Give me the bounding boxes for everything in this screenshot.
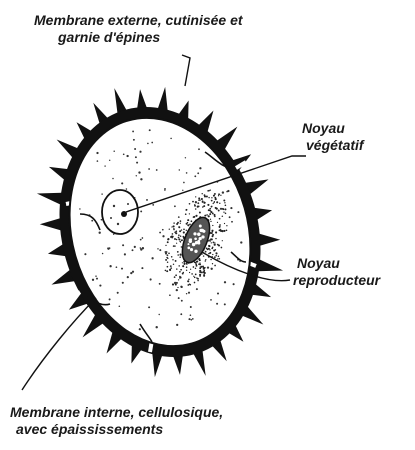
label-outer-membrane-line2: garnie d'épines (34, 29, 243, 46)
exine-spine (137, 89, 147, 108)
label-inner-membrane-line1: Membrane interne, cellulosique, (10, 404, 223, 421)
label-outer-membrane: Membrane externe, cutinisée et garnie d'… (34, 12, 243, 46)
exine-spine (40, 218, 62, 230)
exine-spine (259, 234, 281, 246)
label-reproductive-nucleus: Noyau reproducteur (293, 255, 380, 289)
vegetative-nucleus (102, 190, 138, 234)
label-vegetative-nucleus: Noyau végétatif (300, 120, 364, 154)
exine-spine (37, 193, 62, 205)
exine-spine (193, 350, 205, 375)
label-reproductive-nucleus-line1: Noyau (293, 255, 380, 272)
label-outer-membrane-line1: Membrane externe, cutinisée et (34, 12, 243, 29)
label-reproductive-nucleus-line2: reproducteur (293, 272, 380, 289)
exine-spine (158, 87, 168, 111)
exine-spine (114, 88, 126, 113)
label-inner-membrane-line2: avec épaississements (10, 421, 223, 438)
label-inner-membrane: Membrane interne, cellulosique, avec épa… (10, 404, 223, 438)
exine-spine (258, 259, 283, 271)
exine-spine (173, 356, 183, 375)
leader-inner-membrane (22, 298, 96, 390)
label-vegetative-nucleus-line1: Noyau (300, 120, 364, 137)
leader-outer-membrane (182, 55, 190, 86)
label-vegetative-nucleus-line2: végétatif (306, 137, 364, 154)
exine-spine (152, 353, 162, 377)
